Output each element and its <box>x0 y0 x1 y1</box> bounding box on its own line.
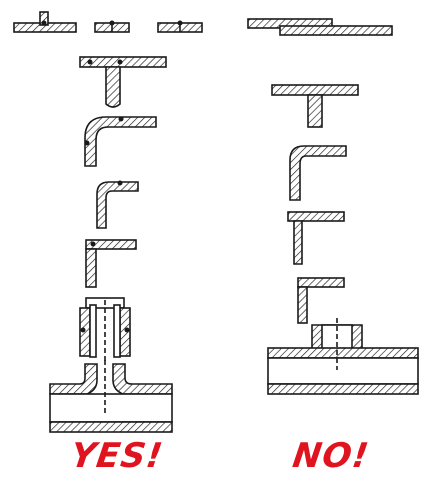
small-corner-joint <box>96 180 139 229</box>
butt-joint-tee-small <box>13 11 77 33</box>
butt-joint-plain <box>94 20 130 33</box>
corner-joint-correct <box>85 239 137 288</box>
set-on-branch <box>267 318 419 395</box>
corner-joint-incorrect-2 <box>297 277 345 324</box>
extruded-tee-branch <box>49 360 173 433</box>
rounded-corner-joint <box>84 116 157 167</box>
correct-label: YES! <box>68 436 166 476</box>
incorrect-label: NO! <box>290 436 372 476</box>
overlap-corner-joint <box>287 211 345 265</box>
tee-joint-correct <box>79 56 167 108</box>
tee-joint-incorrect <box>271 84 359 128</box>
lap-joint-incorrect <box>247 18 393 36</box>
coupling-butt-joint <box>79 297 131 362</box>
butt-joint-plain-2 <box>157 20 203 33</box>
corner-joint-incorrect <box>289 145 347 201</box>
